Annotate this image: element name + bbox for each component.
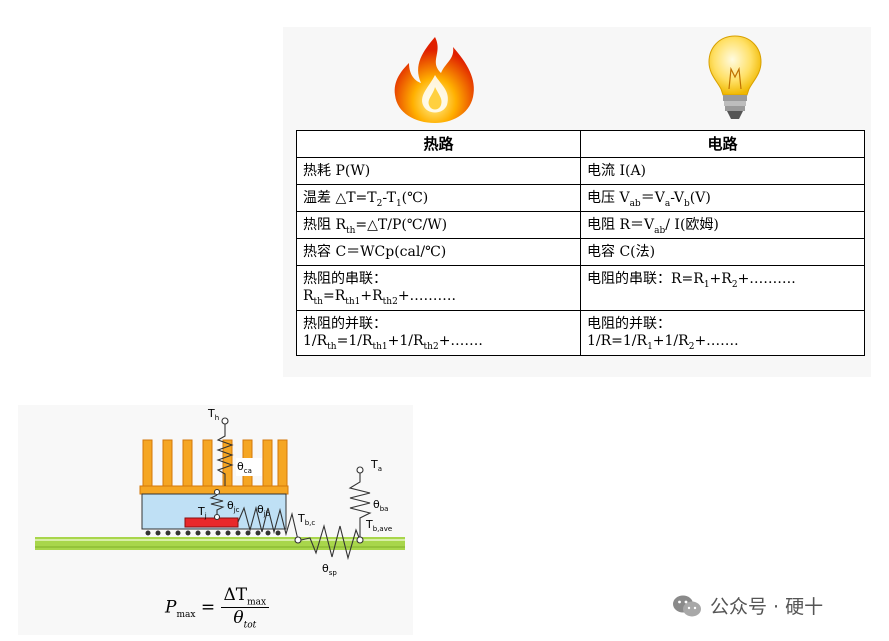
table-row: 热阻 Rth=△T/P(℃/W) 电阻 R＝Vab/ I(欧姆) <box>296 211 865 239</box>
label-ta: Ta <box>370 458 382 473</box>
label-tbave: Tb,ave <box>365 518 392 533</box>
label-theta-sp: θsp <box>322 562 337 577</box>
solder-balls <box>145 530 281 536</box>
cell-temp-diff: 温差 △T=T2-T1(℃) <box>296 184 581 212</box>
thermal-resistor-springs <box>209 417 372 561</box>
table-row: 热阻的并联：1/Rth=1/Rth1+1/Rth2+……. 电阻的并联：1/R=… <box>296 310 865 356</box>
label-backdrop <box>236 458 262 476</box>
watermark: 公众号 · 硬十 <box>672 592 823 619</box>
pmax-formula: Pmax = ΔTmax θtot <box>165 585 270 631</box>
cell-thermal-parallel: 热阻的并联：1/Rth=1/Rth1+1/Rth2+……. <box>296 310 581 356</box>
header-thermal: 热路 <box>296 130 581 158</box>
label-theta-ba: θba <box>373 498 388 513</box>
cell-thermal-resistance: 热阻 Rth=△T/P(℃/W) <box>296 211 581 239</box>
label-theta-ca: θca <box>237 460 252 475</box>
label-theta-jc: θjc <box>227 499 240 514</box>
wechat-icon <box>673 595 701 616</box>
label-theta-jb: θjb <box>257 503 271 518</box>
table-row: 热耗 P(W) 电流 I(A) <box>296 157 865 185</box>
table-row: 热阻的串联：Rth=Rth1+Rth2+………. 电阻的串联：R=R1+R2+…… <box>296 265 865 311</box>
table-row: 热容 C＝WCp(cal/℃) 电容 C(法) <box>296 238 865 266</box>
pcb-board <box>35 537 405 550</box>
table-row: 温差 △T=T2-T1(℃) 电压 Vab＝Va-Vb(V) <box>296 184 865 212</box>
header-electrical: 电路 <box>580 130 865 158</box>
cell-heat-capacity: 热容 C＝WCp(cal/℃) <box>296 238 581 266</box>
label-tbc: Tb,c <box>297 512 315 527</box>
lightbulb-icon <box>708 35 762 119</box>
die <box>184 517 239 528</box>
cell-voltage: 电压 Vab＝Va-Vb(V) <box>580 184 865 212</box>
cell-capacitance: 电容 C(法) <box>580 238 865 266</box>
cell-heat-power: 热耗 P(W) <box>296 157 581 185</box>
table-header-row: 热路 电路 <box>296 130 865 158</box>
cell-current: 电流 I(A) <box>580 157 865 185</box>
label-tj: Tj <box>197 505 207 520</box>
thermal-electrical-table: 热路 电路 热耗 P(W) 电流 I(A) 温差 △T=T2-T1(℃) 电压 … <box>296 130 865 356</box>
cell-resistance: 电阻 R＝Vab/ I(欧姆) <box>580 211 865 239</box>
flame-icon <box>394 37 474 123</box>
heatsink-fins <box>142 439 288 489</box>
heatsink-base <box>139 485 289 495</box>
watermark-text: 公众号 · 硬十 <box>710 596 824 618</box>
cell-electrical-series: 电阻的串联：R=R1+R2+………. <box>580 265 865 311</box>
heatsink-thermal-diagram: Th θca θjc Tj θjb Tb,c Ta θba Tb,ave θsp <box>35 407 405 577</box>
cell-thermal-series: 热阻的串联：Rth=Rth1+Rth2+………. <box>296 265 581 311</box>
label-th: Th <box>207 407 219 422</box>
cell-electrical-parallel: 电阻的并联：1/R=1/R1+1/R2+……. <box>580 310 865 356</box>
